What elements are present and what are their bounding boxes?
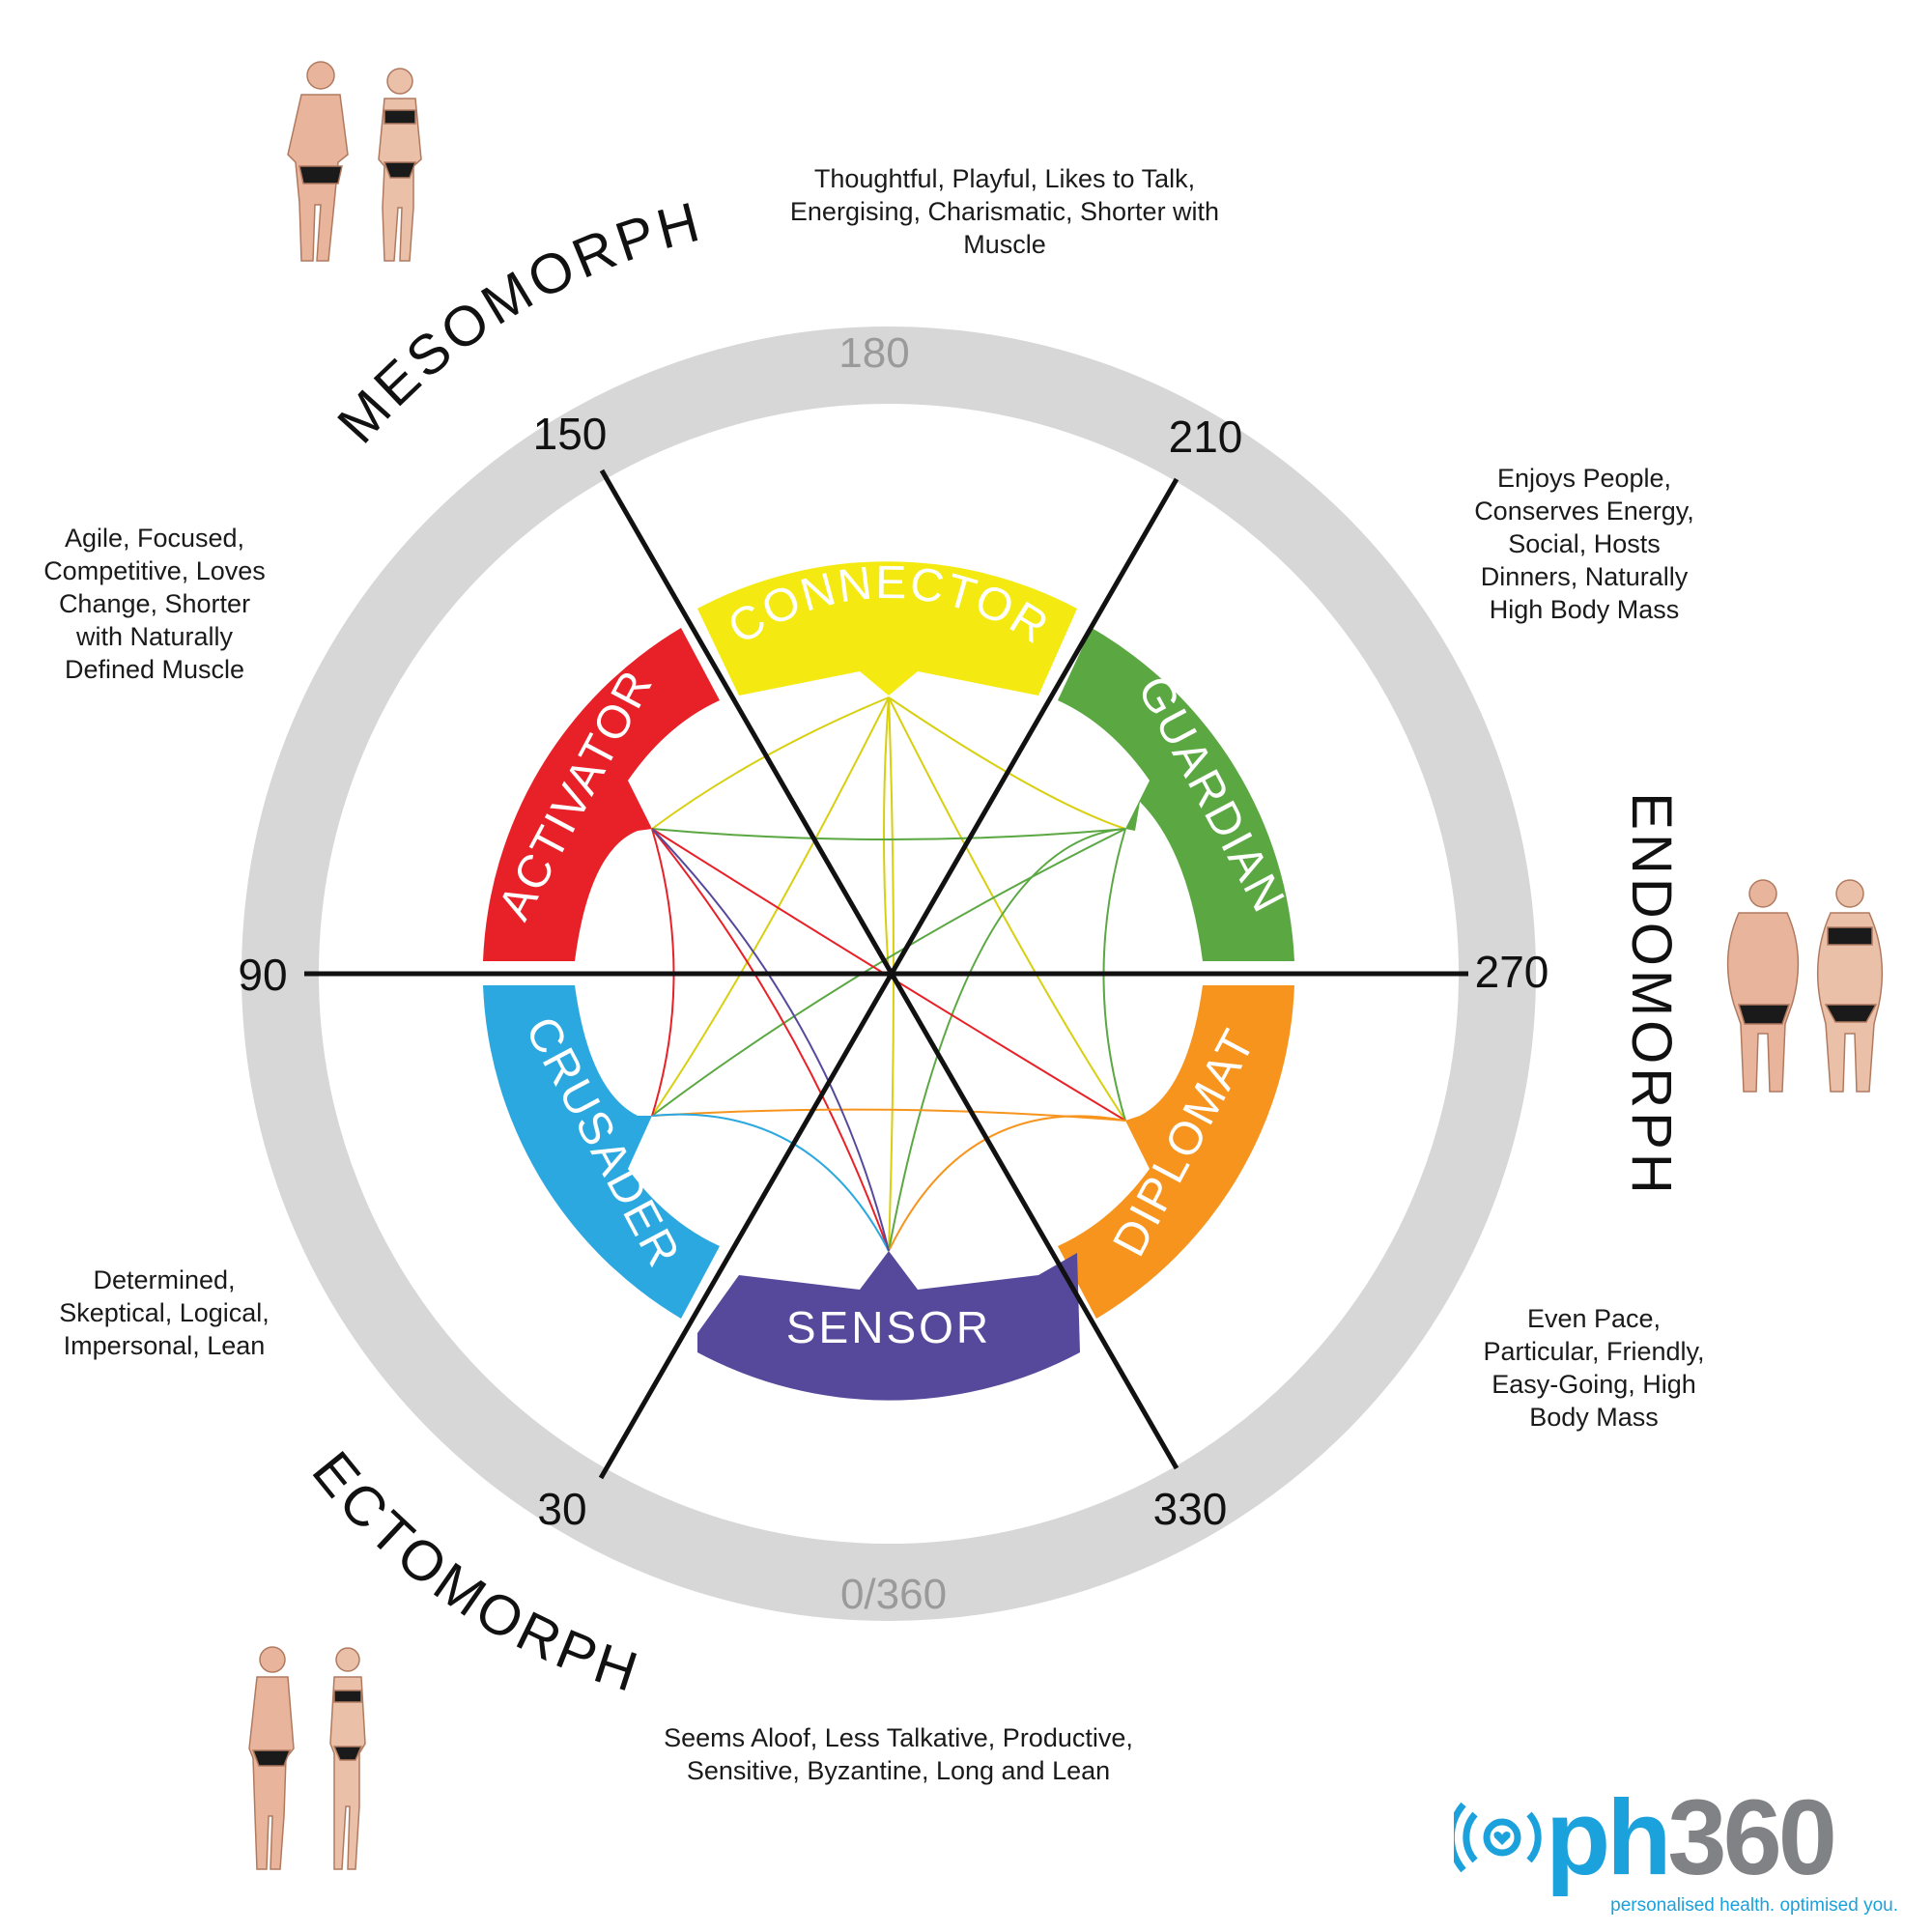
degree-label-0-360: 0/360 [840,1571,947,1618]
description-line: Energising, Charismatic, Shorter with Mu… [789,197,1220,259]
degree-label-210: 210 [1169,412,1243,462]
segment-crusader [483,985,720,1319]
segment-sensor [697,1251,1080,1401]
description-line: Agile, Focused, [64,524,245,553]
description-line: Particular, Friendly, [1483,1337,1705,1366]
guardian-link [651,828,1126,840]
description-line: Body Mass [1529,1403,1659,1432]
connection-lines [651,696,1126,1252]
description-bottom: Seems Aloof, Less Talkative, Productive,… [647,1721,1150,1787]
degree-label-180: 180 [838,329,909,377]
diplomat-link [651,1108,1126,1122]
description-line: Determined, [93,1265,236,1294]
description-upper-right: Enjoys People, Conserves Energy, Social,… [1439,462,1729,626]
description-line: Skeptical, Logical, [59,1298,270,1327]
ectomorph-figures-illustration [248,1646,366,1870]
description-line: Social, Hosts [1508,529,1661,558]
logo-tagline: personalised health. optimised you. [1610,1895,1898,1916]
axis-line-150-330 [599,469,1179,1470]
description-line: Even Pace, [1526,1304,1662,1333]
connector-link [888,696,1126,1122]
description-line: Sensitive, Byzantine, Long and Lean [686,1756,1111,1785]
description-line: High Body Mass [1489,595,1680,624]
male-figure [1726,879,1800,1093]
description-top: Thoughtful, Playful, Likes to Talk, Ener… [753,162,1256,261]
description-line: Defined Muscle [64,655,245,684]
body-type-endomorph: ENDOMORPH [1620,792,1683,1197]
logo-wordmark: ph360 [1546,1778,1833,1897]
description-line: Easy-Going, High [1492,1370,1696,1399]
segment-guardian [1058,628,1294,961]
description-line: Dinners, Naturally [1480,562,1689,591]
heart-icon [1493,1832,1511,1845]
description-line: Conserves Energy, [1474,497,1694,526]
connector-link [888,696,1126,830]
description-line: with Naturally [75,622,234,651]
segment-label-sensor: SENSOR [786,1302,991,1352]
connector-link [651,696,890,1117]
description-line: Enjoys People, [1496,464,1672,493]
description-line: Change, Shorter [58,589,251,618]
heart-signal-icon [1454,1802,1542,1873]
description-lower-left: Determined, Skeptical, Logical, Imperson… [29,1264,299,1362]
connector-link [883,696,890,975]
description-line: Seems Aloof, Less Talkative, Productive, [664,1723,1133,1752]
segment-connector [697,561,1077,696]
description-upper-left: Agile, Focused, Competitive, Loves Chang… [19,522,290,686]
description-line: Competitive, Loves [43,556,266,585]
connector-link [651,696,890,830]
degree-label-150: 150 [533,409,608,459]
female-figure [329,1647,366,1870]
mesomorph-figures-illustration [287,61,422,262]
activator-link [651,828,890,1252]
degree-label-270: 270 [1475,947,1549,997]
female-figure [1816,879,1884,1093]
description-line: Thoughtful, Playful, Likes to Talk, [813,164,1196,193]
outer-ring [242,327,1536,1621]
endomorph-figures-illustration [1726,879,1884,1093]
degree-label-30: 30 [537,1484,586,1534]
degree-label-90: 90 [238,950,287,1000]
axis-line-210-30 [598,477,1179,1480]
female-figure [378,68,422,262]
guardian-link [651,828,1126,1117]
description-lower-right: Even Pace, Particular, Friendly, Easy-Go… [1449,1302,1739,1434]
crusader-link [651,1113,890,1252]
activator-link [651,828,1126,1122]
male-figure [287,61,349,262]
description-line: Impersonal, Lean [63,1331,266,1360]
ph360-logo: ph360 personalised health. optimised you… [1454,1778,1898,1916]
segment-activator [483,628,720,961]
sensor-link [651,828,890,1252]
degree-label-330: 330 [1153,1484,1228,1534]
segment-diplomat [1058,985,1294,1319]
guardian-link [888,828,1126,1252]
dividing-lines [304,469,1468,1480]
male-figure [248,1646,295,1870]
